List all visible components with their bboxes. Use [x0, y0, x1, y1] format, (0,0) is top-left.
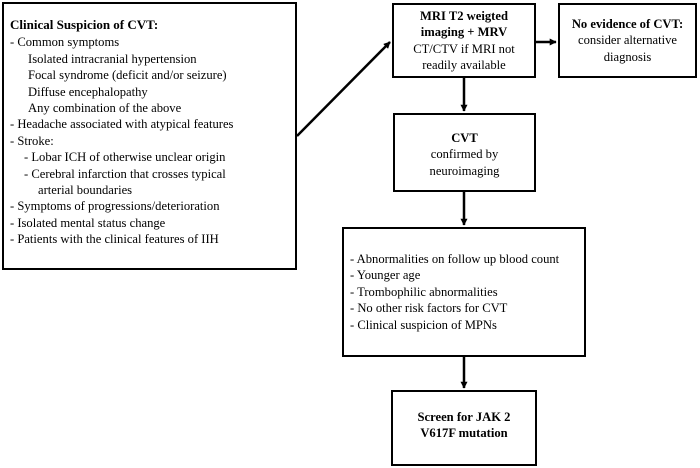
clinical-line: - Common symptoms — [10, 35, 120, 50]
clinical-line: - Symptoms of progressions/deterioration — [10, 199, 220, 214]
clinical-line: - Headache associated with atypical feat… — [10, 117, 234, 132]
imaging-title-line1: MRI T2 weigted — [420, 9, 508, 23]
jak2-screen-box: Screen for JAK 2 V617F mutation — [391, 390, 537, 466]
screening-criteria-box: - Abnormalities on follow up blood count… — [342, 227, 586, 357]
clinical-suspicion-box: Clinical Suspicion of CVT: - Common symp… — [2, 2, 297, 270]
clinical-line: - Isolated mental status change — [10, 215, 166, 230]
imaging-box: MRI T2 weigted imaging + MRV CT/CTV if M… — [392, 3, 536, 78]
clinical-suspicion-title: Clinical Suspicion of CVT: — [10, 17, 159, 32]
no-evidence-line3: diagnosis — [603, 49, 652, 64]
clinical-line: arterial boundaries — [38, 183, 133, 198]
clinical-line: Any combination of the above — [28, 101, 182, 116]
criteria-line: - Clinical suspicion of MPNs — [350, 317, 497, 332]
criteria-line: - No other risk factors for CVT — [350, 301, 508, 316]
no-evidence-title: No evidence of CVT: — [571, 17, 684, 31]
criteria-line: - Abnormalities on follow up blood count — [350, 252, 560, 266]
clinical-line: Isolated intracranial hypertension — [28, 51, 197, 66]
cvt-title: CVT — [451, 131, 478, 145]
cvt-line3: neuroimaging — [429, 163, 500, 178]
clinical-line: - Stroke: — [10, 133, 54, 148]
imaging-title-line2: imaging + MRV — [420, 25, 508, 40]
screen-line2: V617F mutation — [420, 426, 508, 441]
screen-line1: Screen for JAK 2 — [417, 410, 511, 424]
clinical-line: - Patients with the clinical features of… — [10, 232, 219, 247]
imaging-line3: CT/CTV if MRI not — [413, 41, 515, 56]
cvt-confirmed-box: CVT confirmed by neuroimaging — [393, 113, 536, 192]
no-evidence-line2: consider alternative — [578, 33, 677, 48]
imaging-line4: readily available — [422, 58, 506, 73]
criteria-line: - Younger age — [350, 268, 421, 283]
screening-criteria-list: - Abnormalities on follow up blood count… — [350, 251, 584, 333]
clinical-line: - Cerebral infarction that crosses typic… — [24, 166, 226, 181]
arrow-clinical-to-imaging — [296, 41, 391, 137]
no-evidence-box: No evidence of CVT: consider alternative… — [558, 3, 697, 78]
clinical-line: Diffuse encephalopathy — [28, 84, 148, 99]
clinical-line: - Lobar ICH of otherwise unclear origin — [24, 150, 226, 165]
clinical-line: Focal syndrome (deficit and/or seizure) — [28, 68, 227, 83]
cvt-line2: confirmed by — [430, 147, 499, 162]
criteria-line: - Trombophilic abnormalities — [350, 284, 498, 299]
